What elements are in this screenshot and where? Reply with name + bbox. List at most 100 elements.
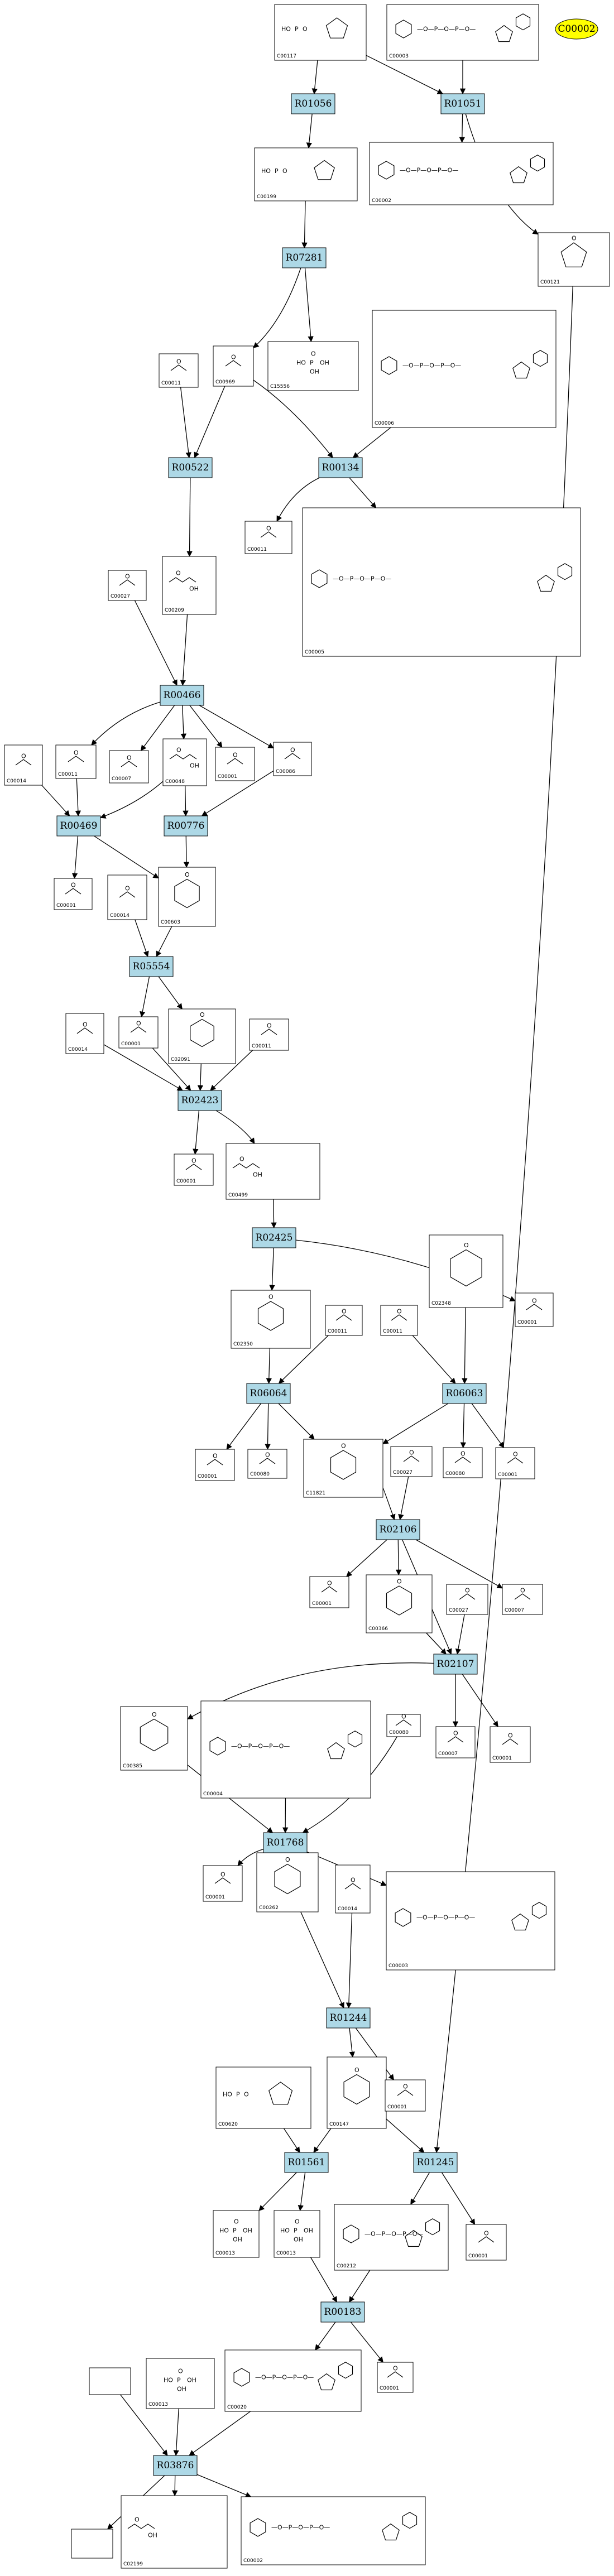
reaction-node[interactable]: R02423 [178, 1090, 222, 1111]
reaction-node[interactable]: R00134 [318, 457, 363, 478]
molecule-structure-icon: O [121, 754, 137, 767]
compound-id-label: C00080 [250, 1472, 270, 1477]
compound-node[interactable] [89, 2367, 131, 2395]
edge-arrow [253, 379, 333, 458]
reaction-node[interactable]: R02106 [376, 1519, 420, 1540]
molecule-structure-icon: O [15, 753, 32, 766]
edge-arrow [189, 2411, 251, 2456]
reaction-node[interactable]: R00522 [168, 457, 213, 478]
compound-node[interactable]: —O—P—O—P—O—C00002 [369, 142, 554, 205]
reaction-node[interactable]: R01056 [291, 93, 335, 114]
edge-arrow [382, 1487, 396, 1520]
reaction-node[interactable]: R01051 [440, 93, 485, 114]
reaction-node[interactable]: R02425 [252, 1227, 296, 1248]
edge-arrow [460, 1403, 467, 1449]
reaction-node[interactable]: R02107 [433, 1654, 478, 1675]
compound-node[interactable] [71, 2529, 113, 2559]
compound-node[interactable]: —O—P—O—P—O—C00003 [386, 1871, 555, 1971]
reaction-node[interactable]: R07281 [282, 247, 327, 268]
reaction-node[interactable]: R01244 [326, 2007, 371, 2029]
reaction-node[interactable]: R06064 [246, 1383, 291, 1404]
reaction-node[interactable]: R00469 [56, 815, 101, 837]
reaction-node[interactable]: R03876 [153, 2455, 198, 2476]
reaction-label: R01051 [444, 98, 482, 109]
reaction-node[interactable]: R01245 [413, 2152, 458, 2173]
svg-text:HO: HO [281, 26, 291, 33]
reaction-node[interactable]: R01768 [263, 1832, 308, 1853]
reaction-node[interactable]: R00776 [164, 815, 208, 837]
reaction-node[interactable]: R00466 [160, 685, 204, 706]
compound-node[interactable]: —O—P—O—P—O—C00020 [224, 2349, 362, 2412]
reaction-node[interactable]: R00183 [320, 2301, 365, 2323]
svg-text:O: O [397, 1578, 402, 1585]
target-compound-node[interactable]: C00002 [555, 18, 598, 40]
reaction-node[interactable]: R01561 [284, 2152, 329, 2173]
molecule-structure-icon: O [560, 235, 587, 267]
reaction-node[interactable]: R06063 [442, 1383, 487, 1404]
compound-node[interactable]: —O—P—O—P—O—C00212 [334, 2204, 449, 2271]
compound-node[interactable]: —O—P—O—P—O—C00002 [241, 2496, 426, 2565]
compound-node[interactable]: —O—P—O—P—O—C00005 [302, 507, 581, 657]
reaction-node[interactable]: R05554 [129, 956, 174, 977]
compound-node[interactable]: —O—P—O—P—O—C00003 [386, 4, 539, 61]
compound-node[interactable]: —O—P—O—P—O—C00004 [200, 1700, 371, 1799]
compound-node[interactable]: —O—P—O—P—O—C00006 [372, 310, 557, 428]
compound-id-label: C00011 [58, 772, 78, 777]
